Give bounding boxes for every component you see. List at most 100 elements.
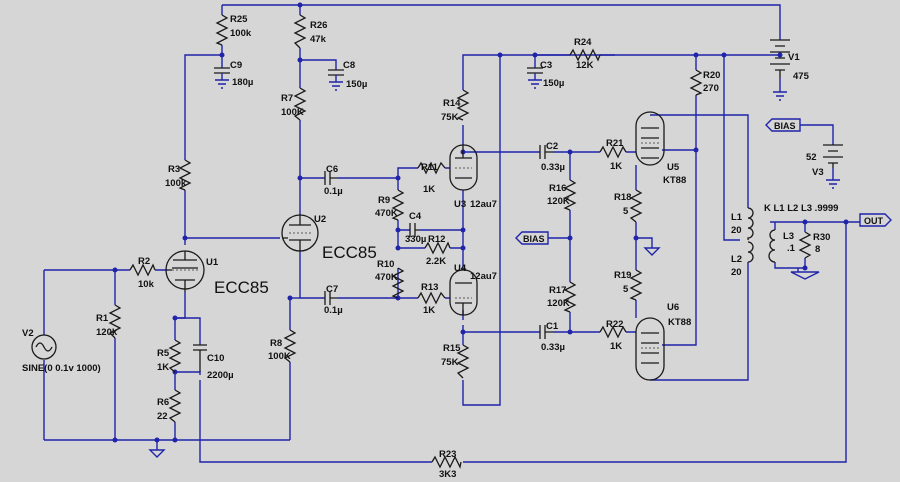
top-rail <box>222 4 781 40</box>
r5-symbol <box>168 339 182 373</box>
c4-ref: C4 <box>409 211 422 222</box>
c2-ref: C2 <box>546 141 558 152</box>
r5-ref: R5 <box>157 348 170 359</box>
capacitors <box>193 67 553 372</box>
r26-symbol <box>293 14 307 49</box>
r20-ref: R20 <box>703 70 720 81</box>
l2-value: 20 <box>731 267 742 278</box>
r7-ref: R7 <box>281 93 293 104</box>
r11-symbol <box>417 161 446 175</box>
r8-symbol <box>283 329 297 363</box>
r23-value: 3K3 <box>439 469 456 480</box>
r19-value: 5 <box>623 284 629 295</box>
u6-tube <box>635 317 665 381</box>
r3-ref: R3 <box>168 164 180 175</box>
u1-anode-wire <box>184 54 222 160</box>
r25-value: 100k <box>230 28 252 39</box>
r7-value: 100K <box>281 107 304 118</box>
r13-value: 1K <box>423 305 435 316</box>
inductors <box>747 207 776 263</box>
c3-value: 150µ <box>543 78 564 89</box>
r17-symbol <box>563 281 577 313</box>
u6-ref: U6 <box>667 302 679 313</box>
r23-symbol <box>431 455 462 469</box>
r2-value: 10k <box>138 279 155 290</box>
c7-value: 0.1µ <box>324 305 343 316</box>
u6-value: KT88 <box>668 317 691 328</box>
coupling-directive: K L1 L2 L3 .9999 <box>764 203 838 214</box>
r10-ref: R10 <box>377 259 394 270</box>
r30-ref: R30 <box>813 232 830 243</box>
v1-symbol <box>770 39 790 78</box>
u4-ref: U4 <box>454 263 467 274</box>
r24-ref: R24 <box>574 37 592 48</box>
r14-ref: R14 <box>443 98 461 109</box>
l2-symbol <box>747 241 754 263</box>
r6-value: 22 <box>157 411 168 422</box>
grounds <box>148 91 840 458</box>
v3-ref: V3 <box>812 167 824 178</box>
r30-value: 8 <box>815 244 820 255</box>
r21-value: 1K <box>610 161 622 172</box>
r16-ref: R16 <box>549 183 566 194</box>
l1-value: 20 <box>731 225 742 236</box>
r20-symbol <box>689 69 703 96</box>
sources <box>31 39 843 360</box>
l3-symbol <box>768 229 776 263</box>
c7-symbol <box>324 291 338 305</box>
c10-symbol <box>193 344 207 372</box>
r21-symbol <box>599 145 627 159</box>
r26-value: 47k <box>310 34 327 45</box>
v1-ref: V1 <box>788 52 800 63</box>
c10-value: 2200µ <box>207 370 234 381</box>
r13-ref: R13 <box>421 282 438 293</box>
r1-ref: R1 <box>96 313 109 324</box>
bias-flag-top-label: BIAS <box>774 121 796 131</box>
r1-symbol <box>108 304 122 339</box>
r19-ref: R19 <box>614 270 631 281</box>
r10-symbol <box>391 267 405 299</box>
r18-value: 5 <box>623 206 629 217</box>
c7-ref: C7 <box>326 284 338 295</box>
v1-value: 475 <box>793 71 810 82</box>
r12-ref: R12 <box>428 234 445 245</box>
u2-value: ECC85 <box>322 243 377 262</box>
bias-flag-mid-label: BIAS <box>523 234 545 244</box>
c8-value: 150µ <box>346 79 367 90</box>
u1-tube <box>165 250 205 292</box>
r7-symbol <box>293 87 307 121</box>
c9-value: 180µ <box>232 77 253 88</box>
r2-ref: R2 <box>138 256 150 267</box>
l3-value: .1 <box>787 243 796 254</box>
r2-symbol <box>129 263 156 277</box>
c2-symbol <box>539 145 553 159</box>
r8-value: 100K <box>268 351 291 362</box>
u3-value: 12au7 <box>470 199 497 210</box>
r11-value: 1K <box>423 184 435 195</box>
v2-value: SINE(0 0.1v 1000) <box>22 363 101 374</box>
r22-value: 1K <box>610 341 622 352</box>
r24-symbol <box>569 48 601 62</box>
c4-value: 330µ <box>405 234 426 245</box>
r18-ref: R18 <box>614 192 631 203</box>
c4-symbol <box>409 223 420 237</box>
c2-value: 0.33µ <box>541 162 565 173</box>
r30-symbol <box>798 231 812 259</box>
u3-ref: U3 <box>454 199 466 210</box>
bias-flag-top <box>765 118 801 132</box>
c1-value: 0.33µ <box>541 342 565 353</box>
r15-value: 75K <box>441 357 459 368</box>
v2-symbol <box>31 334 57 360</box>
r14-value: 75K <box>441 112 459 123</box>
r16-symbol <box>563 179 577 211</box>
c9-symbol <box>214 67 230 89</box>
r20-value: 270 <box>703 83 719 94</box>
resistors <box>108 14 812 469</box>
c1-ref: C1 <box>546 321 559 332</box>
c9-ref: C9 <box>230 60 242 71</box>
r23-ref: R23 <box>439 449 456 460</box>
c3-symbol <box>527 67 543 89</box>
r26-ref: R26 <box>310 20 327 31</box>
